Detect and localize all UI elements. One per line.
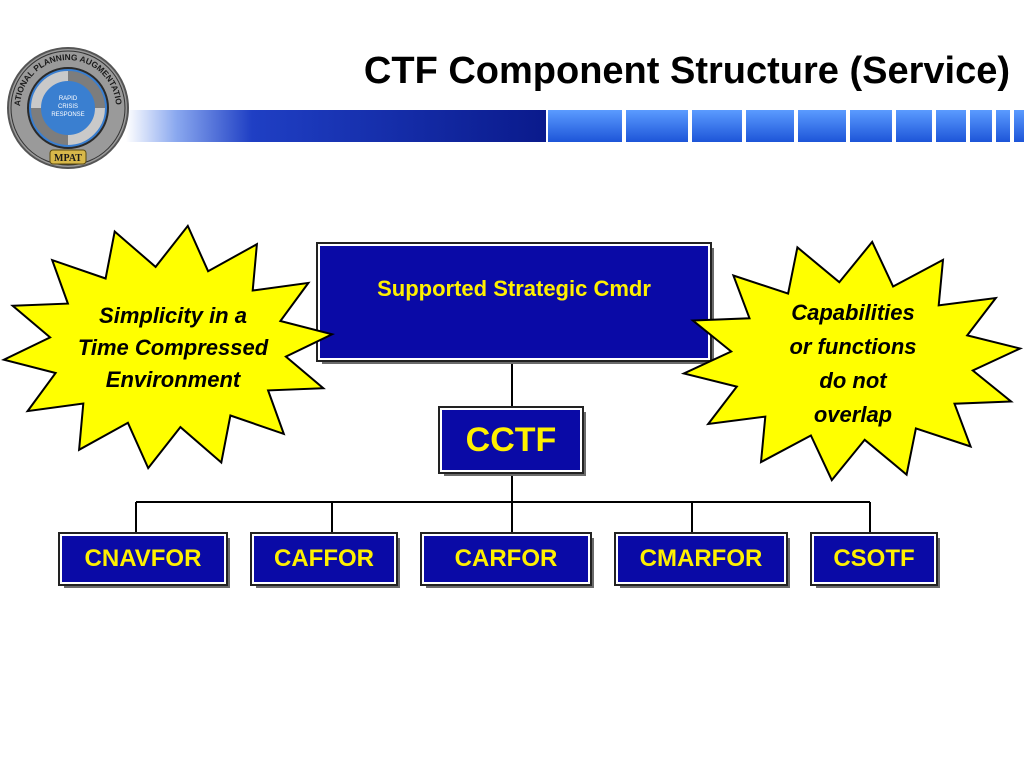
component-box-csotf: CSOTF bbox=[810, 532, 938, 586]
mpat-logo bbox=[7, 47, 129, 169]
component-label-cnavfor: CNAVFOR bbox=[84, 545, 202, 572]
logo-line-3: RESPONSE bbox=[51, 112, 84, 118]
header-bar bbox=[126, 110, 1024, 142]
cctf-box: CCTF bbox=[438, 406, 584, 474]
callout-left: Simplicity in a Time Compressed Environm… bbox=[30, 290, 316, 406]
starburst-shape bbox=[680, 240, 1024, 482]
callout-left-line-1: Simplicity in a bbox=[99, 303, 247, 328]
starburst-shape bbox=[1, 223, 335, 471]
supported-strategic-cmdr-label: Supported Strategic Cmdr bbox=[377, 276, 651, 301]
callout-left-line-3: Environment bbox=[105, 367, 241, 392]
callout-right-line-1: Capabilities bbox=[791, 300, 915, 325]
callout-right-line-4: overlap bbox=[813, 402, 893, 427]
component-label-csotf: CSOTF bbox=[833, 545, 915, 572]
component-label-caffor: CAFFOR bbox=[274, 545, 374, 572]
component-box-carfor: CARFOR bbox=[420, 532, 592, 586]
callout-right: Capabilities or functions do not overlap bbox=[730, 294, 976, 434]
logo-badge: MPAT bbox=[54, 153, 82, 164]
component-box-cnavfor: CNAVFOR bbox=[58, 532, 228, 586]
component-box-cmarfor: CMARFOR bbox=[614, 532, 788, 586]
supported-strategic-cmdr-box: Supported Strategic Cmdr bbox=[316, 242, 712, 362]
starburst-left bbox=[1, 223, 335, 471]
logo-line-1: RAPID bbox=[59, 96, 78, 102]
callout-right-line-3: do not bbox=[819, 368, 887, 393]
logo-line-2: CRISIS bbox=[58, 104, 78, 110]
component-label-cmarfor: CMARFOR bbox=[639, 545, 763, 572]
component-box-caffor: CAFFOR bbox=[250, 532, 398, 586]
cctf-label: CCTF bbox=[465, 420, 557, 459]
page-title: CTF Component Structure (Service) bbox=[363, 50, 1010, 92]
callout-right-line-2: or functions bbox=[789, 334, 917, 359]
mpat-logo-text: MULTINATIONAL PLANNING AUGMENTATION TEAM… bbox=[6, 46, 124, 164]
starburst-right bbox=[680, 240, 1024, 482]
component-label-carfor: CARFOR bbox=[454, 545, 558, 572]
callout-left-line-2: Time Compressed bbox=[77, 335, 269, 360]
